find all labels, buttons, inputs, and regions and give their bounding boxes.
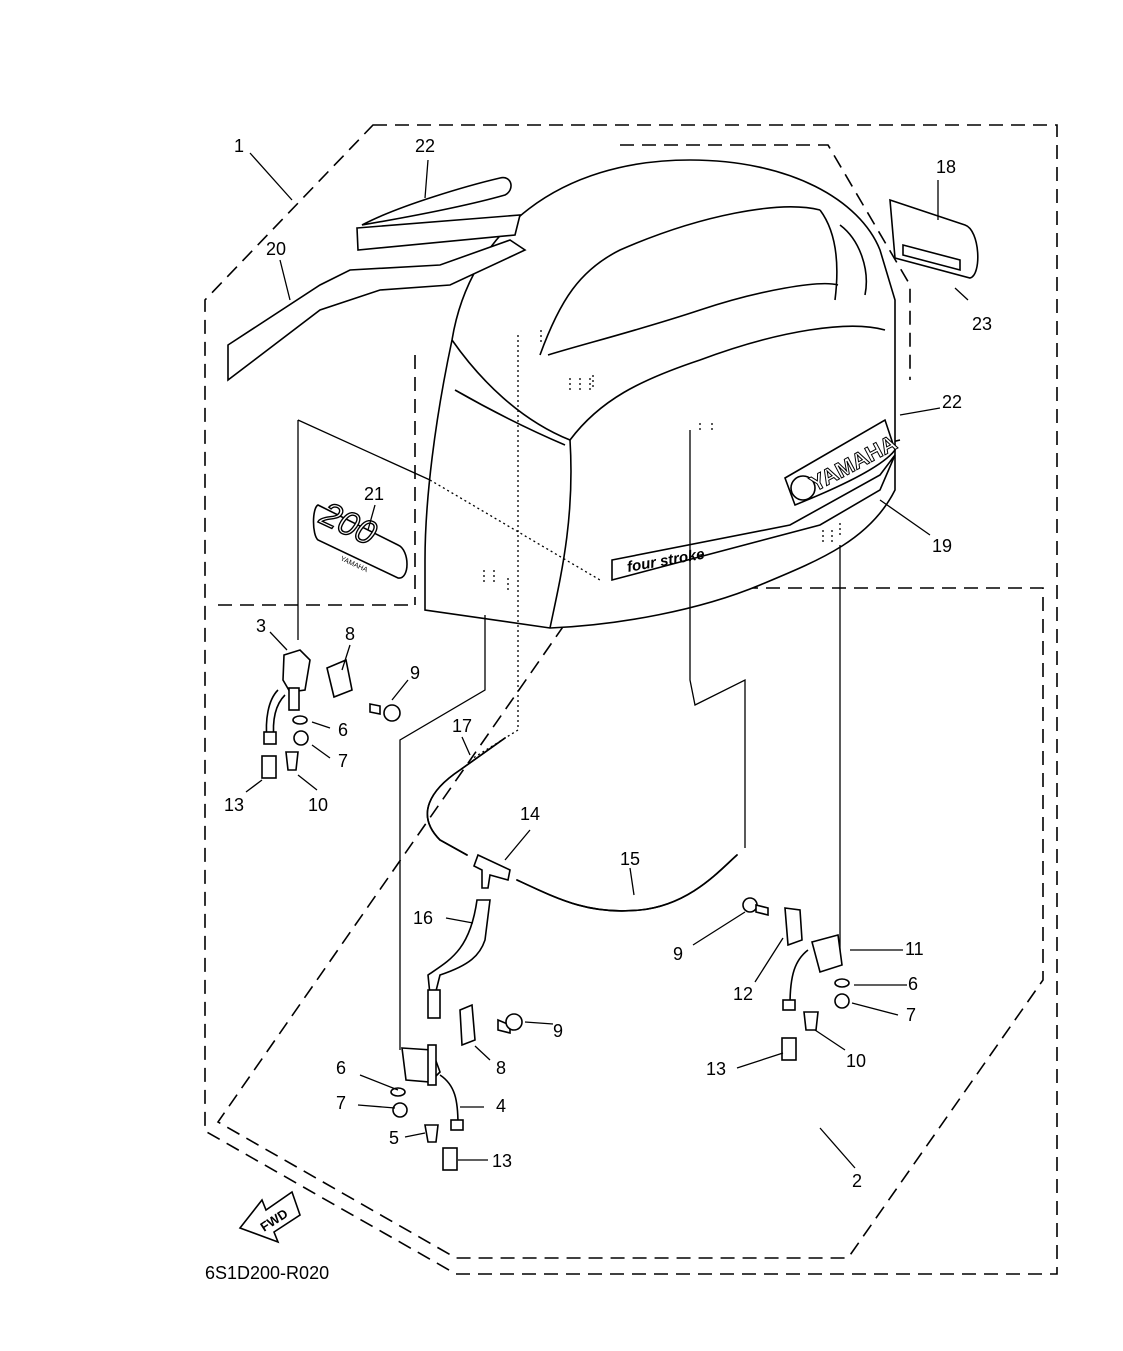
callout-numbers: 1 22 20 18 23 22 19 21 3 8 9 6 7 13 10 1… xyxy=(224,136,992,1191)
callout-23: 23 xyxy=(972,314,992,334)
callout-21: 21 xyxy=(364,484,384,504)
callout-16: 16 xyxy=(413,908,433,928)
assembly-2-outline xyxy=(216,587,1044,1259)
callout-7-right: 7 xyxy=(906,1005,916,1025)
fwd-arrow-icon: FWD xyxy=(238,1190,301,1244)
part-22-decal-top xyxy=(361,176,512,226)
callout-10-right: 10 xyxy=(846,1051,866,1071)
left-latch-assembly xyxy=(261,649,401,779)
callout-6-left: 6 xyxy=(338,720,348,740)
callout-10-left: 10 xyxy=(308,795,328,815)
drawing-code: 6S1D200-R020 xyxy=(205,1263,329,1283)
part-22-decal-strip xyxy=(356,214,522,251)
callout-20: 20 xyxy=(266,239,286,259)
hose-assembly xyxy=(426,737,738,1019)
callout-18: 18 xyxy=(936,157,956,177)
callout-13-left: 13 xyxy=(224,795,244,815)
top-cowling xyxy=(424,159,896,629)
cowling-mount-tabs xyxy=(483,375,841,592)
callout-6-bottom: 6 xyxy=(336,1058,346,1078)
callout-2: 2 xyxy=(852,1171,862,1191)
part-18-decal xyxy=(889,198,979,279)
callout-9-right: 9 xyxy=(673,944,683,964)
guide-lines xyxy=(297,419,841,1050)
part-20-stripe xyxy=(227,239,527,382)
right-latch-assembly xyxy=(742,897,850,1061)
callout-22-side: 22 xyxy=(942,392,962,412)
callout-5: 5 xyxy=(389,1128,399,1148)
assembly-1-outline xyxy=(204,124,1058,1275)
callout-9-left: 9 xyxy=(410,663,420,683)
callout-7-left: 7 xyxy=(338,751,348,771)
callout-14: 14 xyxy=(520,804,540,824)
callout-17: 17 xyxy=(452,716,472,736)
callout-12: 12 xyxy=(733,984,753,1004)
part-21-model-decal: 200 YAMAHA xyxy=(312,494,408,579)
callout-1: 1 xyxy=(234,136,244,156)
callout-15: 15 xyxy=(620,849,640,869)
callout-3: 3 xyxy=(256,616,266,636)
part-23-decal xyxy=(902,243,961,272)
callout-22-top: 22 xyxy=(415,136,435,156)
callout-11: 11 xyxy=(905,939,924,959)
callout-9-bottom: 9 xyxy=(553,1021,563,1041)
bottom-left-latch-assembly xyxy=(390,1003,523,1171)
callout-13-right: 13 xyxy=(706,1059,726,1079)
callout-4: 4 xyxy=(496,1096,506,1116)
callout-13-bottom: 13 xyxy=(492,1151,512,1171)
callout-leaders xyxy=(245,152,969,1169)
callout-7-bottom: 7 xyxy=(336,1093,346,1113)
callout-8-bottom: 8 xyxy=(496,1058,506,1078)
callout-8-left: 8 xyxy=(345,624,355,644)
dotted-guides xyxy=(429,330,601,761)
callout-19: 19 xyxy=(932,536,952,556)
callout-6-right: 6 xyxy=(908,974,918,994)
top-cowling-outline xyxy=(414,144,911,605)
